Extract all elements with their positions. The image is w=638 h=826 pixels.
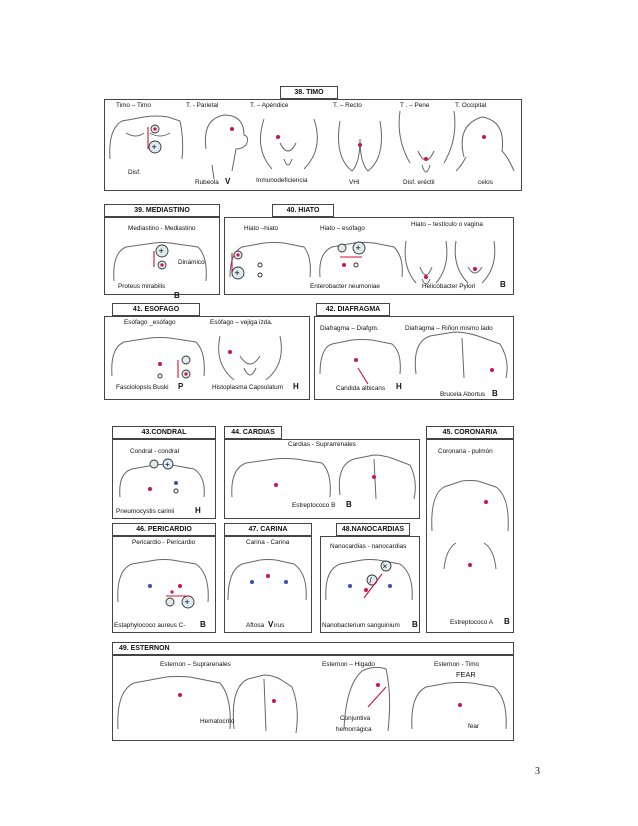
esternon-result-2a: Conjuntiva bbox=[340, 716, 370, 722]
esofago-result-2: Histoplasma Capsulatum bbox=[212, 385, 283, 391]
pericardio-code: B bbox=[200, 621, 206, 629]
svg-text:+: + bbox=[152, 142, 157, 152]
nanocardias-title: 48.NANOCARDIAS bbox=[336, 523, 410, 536]
esternon-title: 49. ESTERNON bbox=[112, 642, 514, 655]
diafragma-arrow bbox=[358, 368, 368, 384]
esofago-result-2-code: H bbox=[293, 383, 299, 391]
diafragma-result-2-code: B bbox=[492, 390, 498, 398]
page-number: 3 bbox=[535, 766, 540, 777]
condral-pathogen: Pneumocystis carinii bbox=[116, 509, 174, 515]
timo-result-6: celos bbox=[478, 180, 493, 186]
mediastino-note: Dinámico bbox=[178, 260, 205, 266]
hiato-result-code: B bbox=[500, 281, 506, 289]
svg-text:+: + bbox=[185, 597, 190, 607]
pericardio-title: 46. PERICARDIO bbox=[112, 523, 216, 536]
torso-outline bbox=[110, 116, 183, 159]
carina-pathogen-b: irus bbox=[274, 623, 284, 629]
timo-title: 38. TIMO bbox=[280, 86, 338, 99]
nanocardias-code: B bbox=[412, 621, 418, 629]
diafragma-title: 42. DIAFRAGMA bbox=[316, 303, 390, 316]
timo-result-4: VHI bbox=[349, 180, 360, 186]
mediastino-title: 39. MEDIASTINO bbox=[104, 204, 220, 217]
esofago-title: 41. ESOFAGO bbox=[112, 303, 200, 316]
esofago-result-1: Fasciolopsis Buski bbox=[116, 385, 169, 391]
esternon-figures bbox=[112, 655, 514, 741]
timo-result-3: Inmunodeficiencia bbox=[256, 178, 308, 184]
timo-result-2: Rubeola bbox=[195, 180, 219, 186]
hiato-result-1: Enterobacter neumoniae bbox=[310, 284, 380, 290]
mediastino-pathogen: Proteus mirabilis bbox=[118, 284, 165, 290]
esternon-result-3: fear bbox=[468, 724, 479, 730]
carina-title: 47. CARINA bbox=[224, 523, 312, 536]
hiato-result-2: Helicobacter Pylori bbox=[422, 284, 475, 290]
svg-text:+: + bbox=[235, 268, 240, 278]
timo-result-5: Disf. eréctil bbox=[403, 180, 435, 186]
timo-result-2-code: V bbox=[225, 178, 230, 186]
esternon-result-1: Hematocrito bbox=[200, 719, 234, 725]
pericardio-figure: + bbox=[112, 536, 216, 633]
svg-text:+: + bbox=[159, 246, 164, 256]
nanocardias-pathogen: Nanobacterium sanguinium bbox=[322, 623, 400, 629]
carina-figure bbox=[224, 536, 312, 633]
mediastino-code: B bbox=[174, 292, 180, 300]
coronaria-code: B bbox=[504, 618, 510, 626]
svg-text:+: + bbox=[165, 460, 170, 469]
hiato-title: 40. HIATO bbox=[272, 204, 334, 217]
nanocardias-figure: × / bbox=[320, 536, 420, 633]
coronaria-title: 45. CORONARIA bbox=[426, 426, 514, 439]
cardias-code: B bbox=[346, 501, 352, 509]
svg-text:+: + bbox=[356, 243, 361, 253]
condral-code: H bbox=[195, 507, 201, 515]
esternon-result-2b: hemorrágica bbox=[336, 727, 372, 733]
timo-result-1: Disf. bbox=[128, 170, 141, 176]
carina-pathogen-a: Aftosa bbox=[246, 623, 264, 629]
diafragma-result-1: Candida albicans bbox=[336, 386, 385, 392]
diafragma-result-2: Brucela Abortus bbox=[440, 392, 485, 398]
esternon-arrow bbox=[368, 687, 386, 707]
coronaria-figure bbox=[426, 439, 514, 633]
coronaria-pathogen: Estreptococo A bbox=[450, 620, 493, 626]
esofago-result-1-code: P bbox=[178, 383, 183, 391]
condral-title: 43.CONDRAL bbox=[112, 426, 216, 439]
cardias-title: 44. CARDIAS bbox=[224, 426, 282, 439]
svg-text:×: × bbox=[383, 562, 388, 571]
pericardio-pathogen: Estaphylococo aureus C- bbox=[114, 623, 185, 629]
diafragma-result-1-code: H bbox=[396, 383, 402, 391]
cardias-pathogen: Estreptococo B bbox=[292, 503, 335, 509]
timo-figures: + bbox=[104, 99, 522, 191]
carina-code: V bbox=[268, 621, 273, 629]
